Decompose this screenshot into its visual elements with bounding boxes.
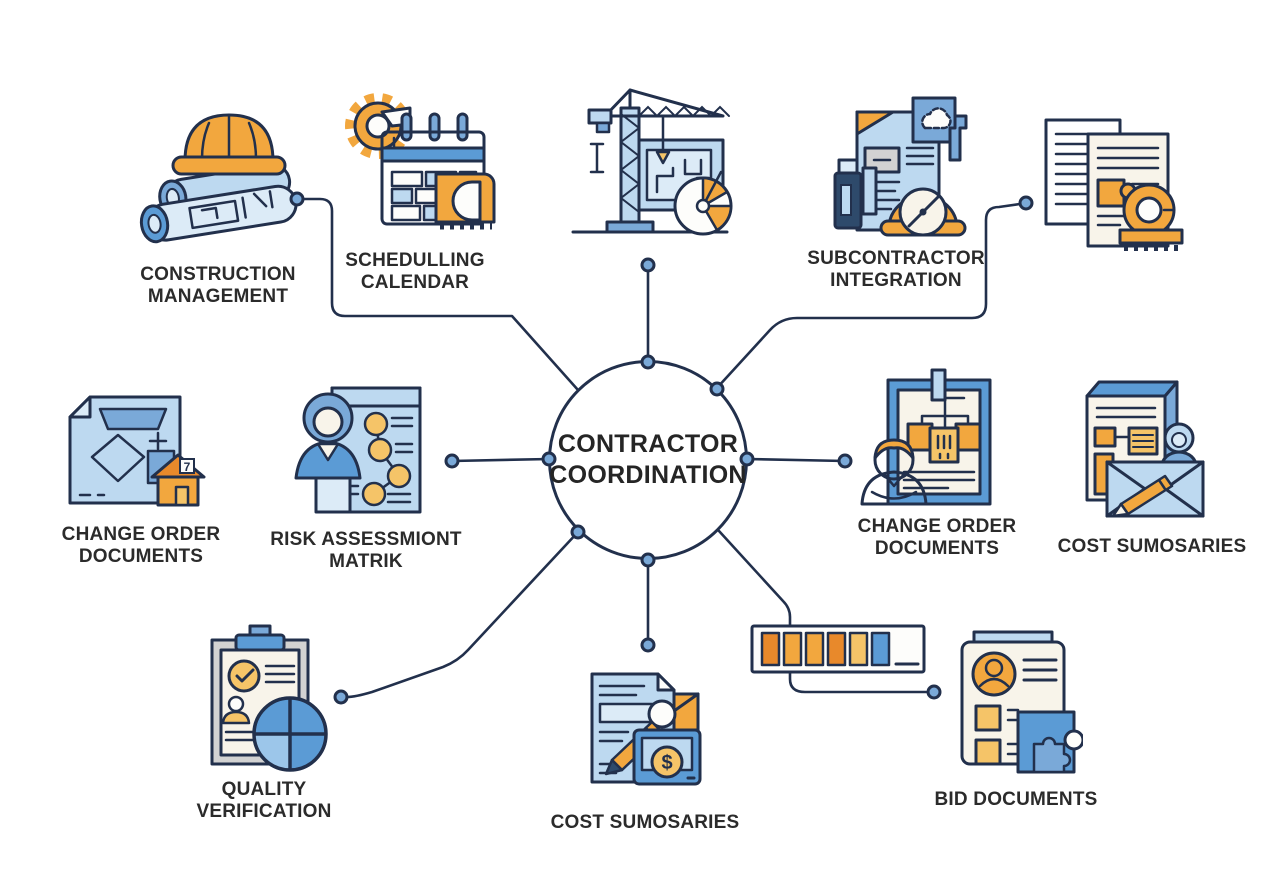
document-magnifier-dollar-icon: $: [590, 672, 702, 786]
hub-dot-lower-left: [570, 524, 586, 540]
label-cost-summaries-bottom: COST SUMOSARIES: [550, 812, 740, 833]
label-bid-documents: BID DOCUMENTS: [934, 789, 1098, 810]
document-stamp-hardhat-compass-icon: [833, 96, 968, 237]
label-subcontractor-integration: SUBCONTRACTOR INTEGRATION: [807, 248, 985, 291]
svg-text:$: $: [661, 752, 672, 774]
label-change-order-left: CHANGE ORDER DOCUMENTS: [61, 524, 221, 567]
hub-dot-right: [739, 451, 755, 467]
end-dot-documents: [1018, 195, 1034, 211]
label-risk-assessment: RISK ASSESSMIONT MATRIK: [270, 529, 462, 572]
hardhat-blueprint-rolls-icon: [139, 113, 298, 244]
hub-dot-left: [541, 451, 557, 467]
hub-dot-bottom: [640, 552, 656, 568]
document-envelope-pencil-icon: [1085, 380, 1205, 518]
hub-dot-upper-right: [709, 381, 725, 397]
svg-text:7: 7: [184, 460, 191, 474]
hub-dot-top: [640, 354, 656, 370]
end-dot-construction: [289, 191, 305, 207]
segmented-progress-bar-icon: [750, 624, 926, 674]
tower-crane-blueprint-pie-icon: [571, 88, 733, 236]
label-cost-summaries-right: COST SUMOSARIES: [1057, 536, 1247, 557]
label-construction-management: CONSTRUCTION MANAGEMENT: [140, 264, 296, 307]
end-dot-bid: [926, 684, 942, 700]
end-dot-crane: [640, 257, 656, 273]
end-dot-change-right: [837, 453, 853, 469]
label-quality-verification: QUALITY VERIFICATION: [196, 779, 332, 822]
person-clipboard-orgchart-icon: [860, 368, 992, 506]
end-dot-quality: [333, 689, 349, 705]
document-avatar-puzzle-icon: [960, 630, 1083, 774]
end-dot-risk: [444, 453, 460, 469]
blueprint-sheet-house-icon: 7: [68, 395, 206, 507]
clipboard-crosshair-icon: [210, 624, 328, 772]
person-risk-matrix-icon: [294, 386, 422, 514]
end-dot-cost-bottom: [640, 637, 656, 653]
stacked-documents-measuring-tape-icon: [1044, 118, 1184, 251]
hub-title: CONTRACTOR COORDINATION: [549, 430, 747, 489]
label-scheduling-calendar: SCHEDULLING CALENDAR: [345, 250, 485, 293]
label-change-order-right: CHANGE ORDER DOCUMENTS: [857, 516, 1017, 559]
gear-calendar-measuring-tape-icon: [345, 93, 496, 230]
